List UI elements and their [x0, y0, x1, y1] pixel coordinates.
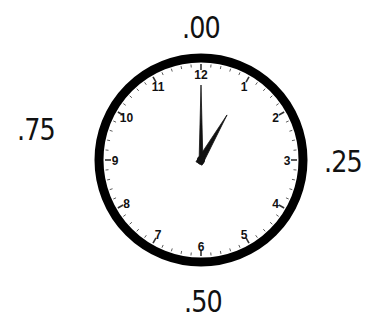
minute-tick: [220, 251, 222, 254]
minute-tick: [286, 121, 289, 122]
minute-tick: [270, 96, 272, 98]
clock-number: 6: [198, 240, 205, 254]
minute-tick: [292, 140, 295, 142]
minute-tick: [171, 248, 173, 251]
minute-tick: [286, 198, 289, 199]
minute-tick: [190, 65, 191, 68]
minute-tick: [220, 66, 222, 69]
minute-tick: [263, 229, 265, 231]
minute-tick: [105, 159, 111, 161]
minute-tick: [292, 179, 295, 181]
minute-tick: [289, 188, 292, 190]
minute-tick: [107, 179, 110, 181]
minute-tick: [239, 245, 240, 248]
clock-number: 10: [120, 111, 133, 125]
clock-number: 2: [272, 111, 279, 125]
minute-tick: [276, 104, 278, 106]
minute-tick: [279, 112, 284, 115]
minute-tick: [263, 89, 265, 91]
minute-tick: [229, 248, 231, 251]
minute-tick: [107, 140, 110, 142]
clock-number: 8: [123, 197, 130, 211]
minute-tick: [293, 149, 296, 150]
minute-tick: [210, 65, 211, 68]
minute-tick: [181, 66, 183, 69]
hour-hand: [196, 115, 227, 165]
minute-tick: [162, 245, 163, 248]
clock-number: 7: [155, 228, 162, 242]
minute-tick: [106, 149, 109, 150]
minute-tick: [256, 82, 258, 84]
minute-tick: [171, 69, 173, 72]
minute-tick: [137, 89, 139, 91]
decimal-label: .50: [184, 287, 222, 317]
clock-ring: [99, 58, 303, 262]
minute-tick: [130, 222, 132, 224]
minute-tick: [229, 69, 231, 72]
minute-tick: [256, 235, 258, 237]
minute-tick: [113, 121, 116, 122]
minute-tick: [106, 169, 109, 170]
clock-number: 1: [241, 80, 248, 94]
minute-tick: [190, 252, 191, 255]
clock-number: 11: [152, 80, 165, 94]
minute-tick: [145, 82, 147, 84]
minute-tick: [289, 130, 292, 132]
minute-tick: [181, 251, 183, 254]
minute-tick: [110, 188, 113, 190]
minute-tick: [110, 130, 113, 132]
clock-number: 5: [241, 228, 248, 242]
clock-illustration: [94, 53, 308, 267]
minute-tick: [291, 159, 297, 161]
decimal-label: .75: [17, 115, 55, 145]
minute-tick: [137, 229, 139, 231]
clock-number: 9: [112, 154, 119, 168]
minute-tick: [113, 198, 116, 199]
minute-tick: [276, 215, 278, 217]
clock-number: 3: [284, 154, 291, 168]
minute-tick: [123, 104, 125, 106]
clock-number: 4: [272, 197, 279, 211]
decimal-label: .25: [324, 147, 362, 177]
decimal-label: .00: [182, 13, 220, 43]
minute-tick: [210, 252, 211, 255]
clock-face: 121234567891011: [94, 53, 308, 267]
center-pin: [197, 156, 205, 164]
minute-tick: [118, 205, 123, 208]
minute-tick: [279, 205, 284, 208]
minute-tick: [270, 222, 272, 224]
minute-tick: [145, 235, 147, 237]
minute-tick: [123, 215, 125, 217]
minute-tick: [293, 169, 296, 170]
minute-tick: [162, 72, 163, 75]
minute-tick: [239, 72, 240, 75]
clock-number: 12: [194, 68, 207, 82]
minute-tick: [130, 96, 132, 98]
